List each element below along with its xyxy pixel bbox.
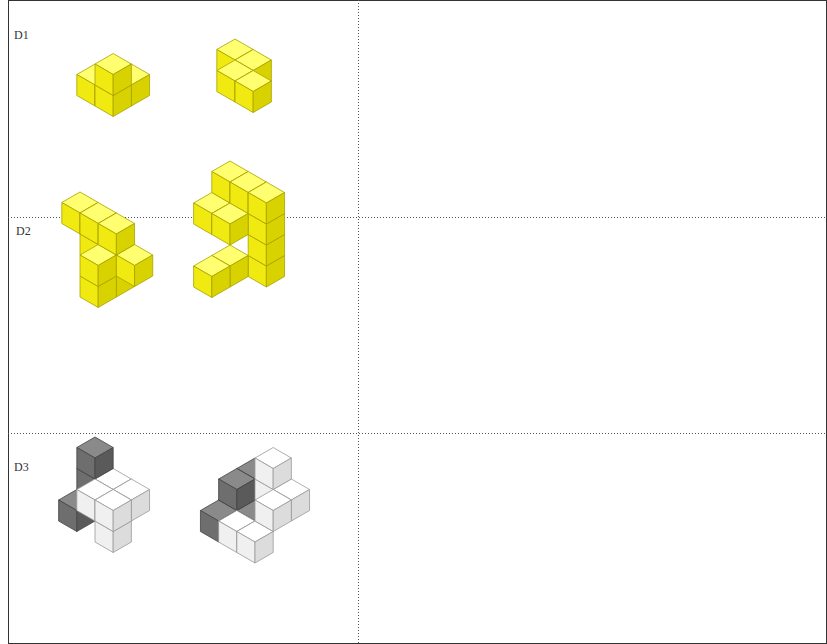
- row-divider: [8, 433, 827, 434]
- cube-face: [230, 182, 248, 214]
- cube-face: [237, 532, 255, 564]
- row-divider: [8, 217, 827, 218]
- column-divider: [358, 0, 359, 644]
- cube-face: [59, 500, 77, 532]
- cube-face: [253, 81, 271, 113]
- cube-face: [219, 479, 237, 511]
- cube-figure: [77, 54, 150, 117]
- cube-face: [212, 172, 230, 204]
- cube-figure: [62, 192, 153, 308]
- cube-face: [135, 255, 153, 287]
- cube-face: [235, 81, 253, 113]
- cube-face: [212, 214, 230, 246]
- cube-face: [255, 532, 273, 564]
- cube-face: [77, 490, 95, 522]
- cube-figure: [194, 161, 285, 298]
- cube-face: [255, 458, 273, 490]
- cube-face: [217, 71, 235, 103]
- cube-face: [80, 255, 98, 287]
- cube-face: [194, 266, 212, 298]
- cube-face: [95, 500, 113, 532]
- cube-face: [230, 214, 248, 246]
- cube-figure: [217, 39, 272, 113]
- cube-face: [95, 448, 113, 480]
- cube-face: [237, 479, 255, 511]
- cube-face: [273, 500, 291, 532]
- row-label: D2: [16, 225, 31, 237]
- cube-face: [77, 75, 95, 107]
- cube-face: [77, 448, 95, 480]
- cube-face: [200, 511, 218, 543]
- row-label: D3: [14, 461, 29, 473]
- cube-face: [80, 213, 98, 245]
- cube-face: [95, 64, 113, 96]
- cube-face: [212, 266, 230, 298]
- cube-face: [248, 193, 266, 225]
- cube-face: [98, 224, 116, 256]
- table-border: [9, 1, 827, 644]
- cube-face: [219, 521, 237, 553]
- cube-face: [273, 458, 291, 490]
- row-label: D1: [14, 29, 29, 41]
- cube-face: [113, 500, 131, 532]
- cube-face: [113, 64, 131, 96]
- cube-face: [266, 193, 284, 225]
- cube-figure: [59, 437, 150, 553]
- cube-face: [116, 255, 134, 287]
- cube-figures: [59, 39, 310, 563]
- cube-face: [131, 490, 149, 522]
- cube-face: [230, 256, 248, 288]
- cube-face: [194, 203, 212, 235]
- cube-face: [116, 224, 134, 256]
- cube-face: [291, 490, 309, 522]
- cube-face: [255, 500, 273, 532]
- cube-face: [62, 203, 80, 235]
- cube-figure: [200, 448, 309, 564]
- cube-face: [131, 75, 149, 107]
- cube-face: [98, 255, 116, 287]
